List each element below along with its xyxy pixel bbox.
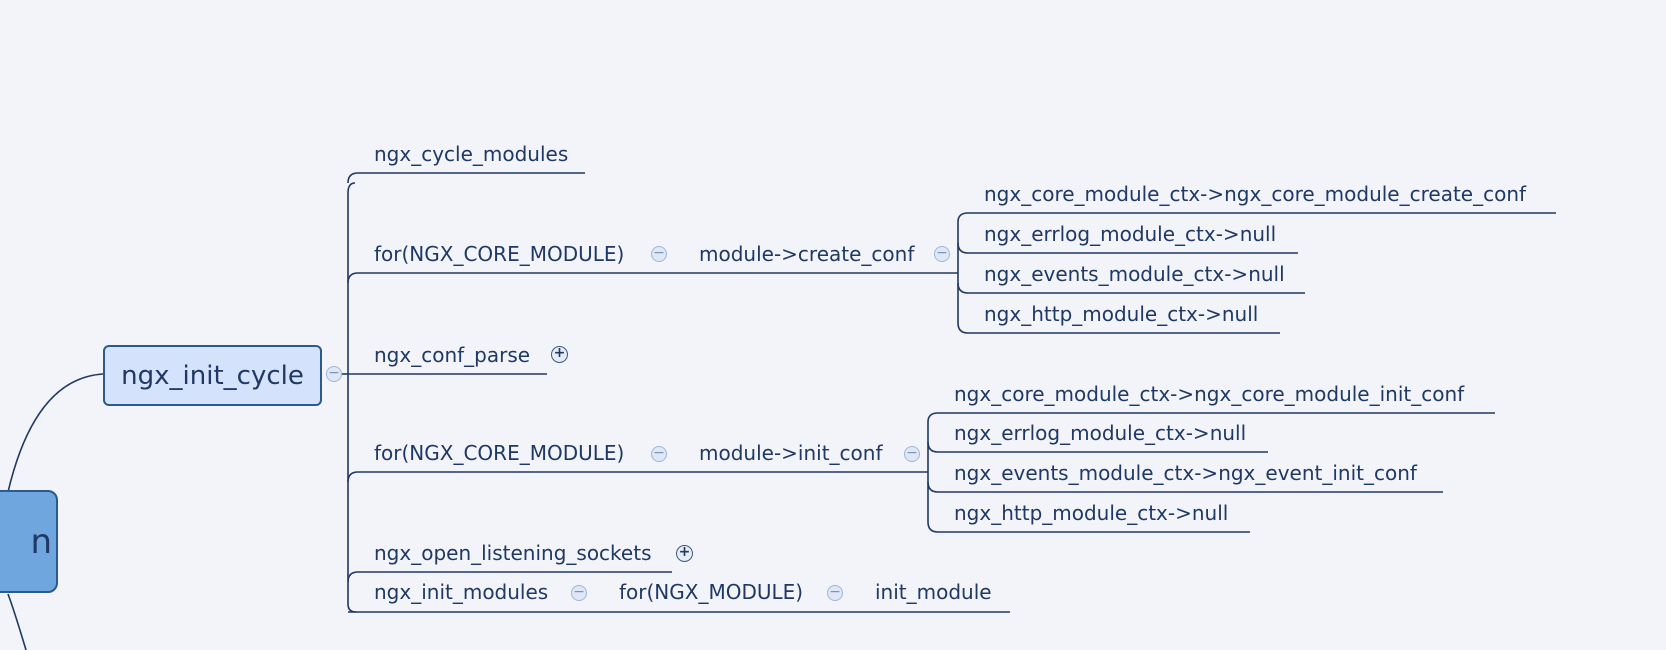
central-topic-label: ngx_init_cycle — [121, 360, 304, 391]
topic-for-ngx-module[interactable]: for(NGX_MODULE) — [619, 580, 804, 604]
collapse-icon[interactable]: − — [326, 366, 342, 382]
topic-init-conf-child-1[interactable]: ngx_core_module_ctx->ngx_core_module_ini… — [954, 382, 1465, 406]
topic-init-conf-child-3[interactable]: ngx_events_module_ctx->ngx_event_init_co… — [954, 461, 1417, 485]
topic-module-init-conf[interactable]: module->init_conf — [699, 441, 883, 465]
underline-open-sockets — [347, 571, 672, 583]
underline-create-child-2 — [957, 242, 1298, 254]
spine-create-lower — [957, 273, 1280, 334]
spine-init-lower — [927, 472, 1250, 533]
topic-create-conf-child-2[interactable]: ngx_errlog_module_ctx->null — [984, 222, 1277, 246]
expand-icon[interactable]: + — [676, 545, 693, 562]
root-topic-label: n — [30, 521, 52, 562]
topic-ngx-open-listening-sockets[interactable]: ngx_open_listening_sockets — [374, 541, 652, 565]
collapse-icon[interactable]: − — [571, 585, 587, 601]
edge-root-to-central — [7, 373, 104, 493]
collapse-icon[interactable]: − — [651, 246, 667, 262]
edge-root-lower — [7, 593, 27, 650]
topic-ngx-conf-parse[interactable]: ngx_conf_parse — [374, 343, 531, 367]
topic-create-conf-child-1[interactable]: ngx_core_module_ctx->ngx_core_module_cre… — [984, 182, 1527, 206]
underline-cycle-modules — [347, 172, 585, 184]
topic-init-conf-child-2[interactable]: ngx_errlog_module_ctx->null — [954, 421, 1247, 445]
spine-init-conf — [927, 412, 1495, 472]
topic-init-conf-child-4[interactable]: ngx_http_module_ctx->null — [954, 501, 1229, 525]
edge-central-spine — [347, 182, 357, 613]
topic-for-core-module-init[interactable]: for(NGX_CORE_MODULE) — [374, 441, 625, 465]
underline-for-core-init — [347, 471, 928, 483]
collapse-icon[interactable]: − — [934, 246, 950, 262]
collapse-icon[interactable]: − — [651, 446, 667, 462]
underline-for-core-create — [347, 272, 958, 284]
topic-module-create-conf[interactable]: module->create_conf — [699, 242, 915, 266]
collapse-icon[interactable]: − — [827, 585, 843, 601]
central-topic-ngx-init-cycle[interactable]: ngx_init_cycle — [103, 345, 322, 406]
collapse-icon[interactable]: − — [904, 446, 920, 462]
root-topic[interactable]: n — [0, 490, 58, 593]
topic-ngx-cycle-modules[interactable]: ngx_cycle_modules — [374, 142, 569, 166]
expand-icon[interactable]: + — [551, 346, 568, 363]
topic-ngx-init-modules[interactable]: ngx_init_modules — [374, 580, 549, 604]
topic-create-conf-child-4[interactable]: ngx_http_module_ctx->null — [984, 302, 1259, 326]
spine-create-conf — [957, 212, 1556, 273]
topic-for-core-module-create[interactable]: for(NGX_CORE_MODULE) — [374, 242, 625, 266]
underline-init-child-2 — [927, 441, 1268, 453]
topic-init-module[interactable]: init_module — [875, 580, 992, 604]
topic-create-conf-child-3[interactable]: ngx_events_module_ctx->null — [984, 262, 1285, 286]
